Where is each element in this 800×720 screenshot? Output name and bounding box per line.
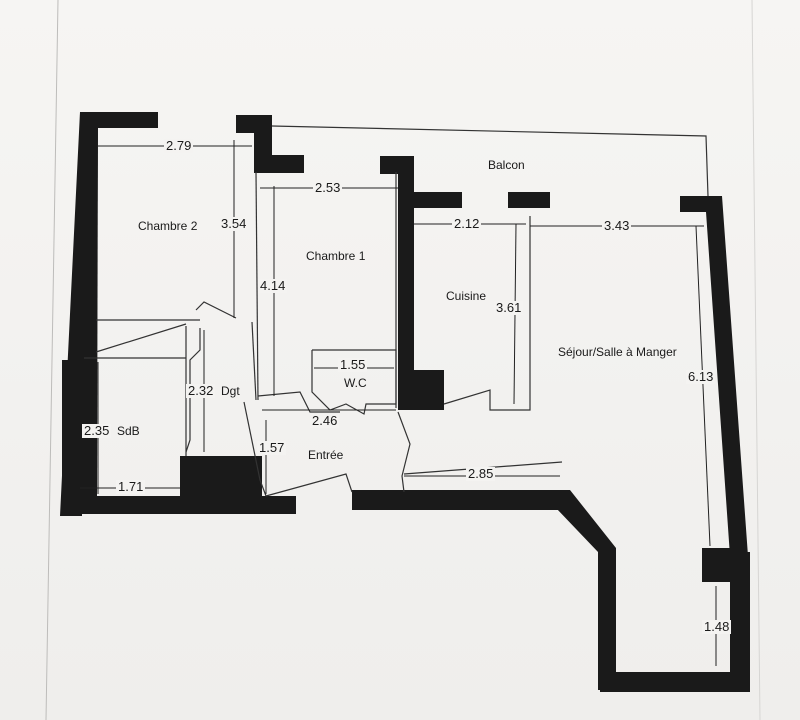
wall-right-pillar [702,548,736,582]
dim-sdb-width: 1.71 [116,479,146,494]
room-label-balcon: Balcon [488,158,525,172]
dim-sejour-depth: 6.13 [686,369,716,384]
room-label-entree: Entrée [308,448,344,462]
room-label-wc: W.C [344,376,367,390]
wall-ch1-cuisine [398,156,414,410]
dim-cuisine-width: 2.12 [452,216,482,231]
dim-chambre-2-depth: 3.54 [219,216,249,231]
exterior-walls [60,112,750,692]
balcony-outline [271,125,709,197]
dim-wc-width: 1.55 [338,357,368,372]
room-label-chambre-1: Chambre 1 [306,249,366,263]
wall-bottom-right [600,672,750,692]
dim-chambre-1-depth: 4.14 [258,278,288,293]
wall-left-main [78,112,98,498]
cuisine-counter [443,216,531,411]
paper-edge-right [751,0,761,720]
dim-sejour-width: 3.43 [602,218,632,233]
wall-sdb-block [180,456,262,512]
partition-ch1-left [255,171,259,401]
entree-right-door [397,411,411,493]
wall-top-ch1 [254,155,304,173]
room-label-dgt: Dgt [221,384,240,398]
wall-cuisine-block [398,370,444,410]
dim-line-sejour-depth [695,225,711,547]
entree-top [257,391,340,413]
wall-bottom-mid [352,490,562,510]
wall-diagonal [556,490,616,690]
dim-dgt-length: 2.32 [186,383,216,398]
entree-left [243,401,267,497]
partition-dgt-right [251,321,257,401]
entree-door [265,473,353,497]
door-dgt [195,301,237,319]
wall-cuisine-top-2 [508,192,550,208]
wall-top-left [80,112,158,128]
wall-right-lower [730,552,750,692]
room-label-cuisine: Cuisine [446,289,487,303]
dim-cuisine-depth: 3.61 [494,300,524,315]
wall-pillar-1 [236,115,272,133]
room-label-sdb: SdB [117,424,140,438]
sdb-diag [95,323,187,353]
wall-left-lower [62,360,82,516]
dim-sdb-depth: 2.35 [82,423,112,438]
wall-cuisine-top [398,192,462,208]
room-label-chambre-2: Chambre 2 [138,219,198,233]
door-dgt-2 [185,328,201,453]
dim-sejour-extension: 1.48 [702,619,732,634]
dim-entree-depth: 1.57 [257,440,287,455]
room-label-sejour: Séjour/Salle à Manger [558,345,677,359]
dim-entree-width: 2.46 [310,413,340,428]
dim-chambre-2-width: 2.79 [164,138,194,153]
thin-lines [84,125,709,497]
dim-sejour-lower-width: 2.85 [466,466,496,481]
paper-edge [45,0,59,720]
dim-chambre-1-width: 2.53 [313,180,343,195]
wc-box [311,349,397,415]
